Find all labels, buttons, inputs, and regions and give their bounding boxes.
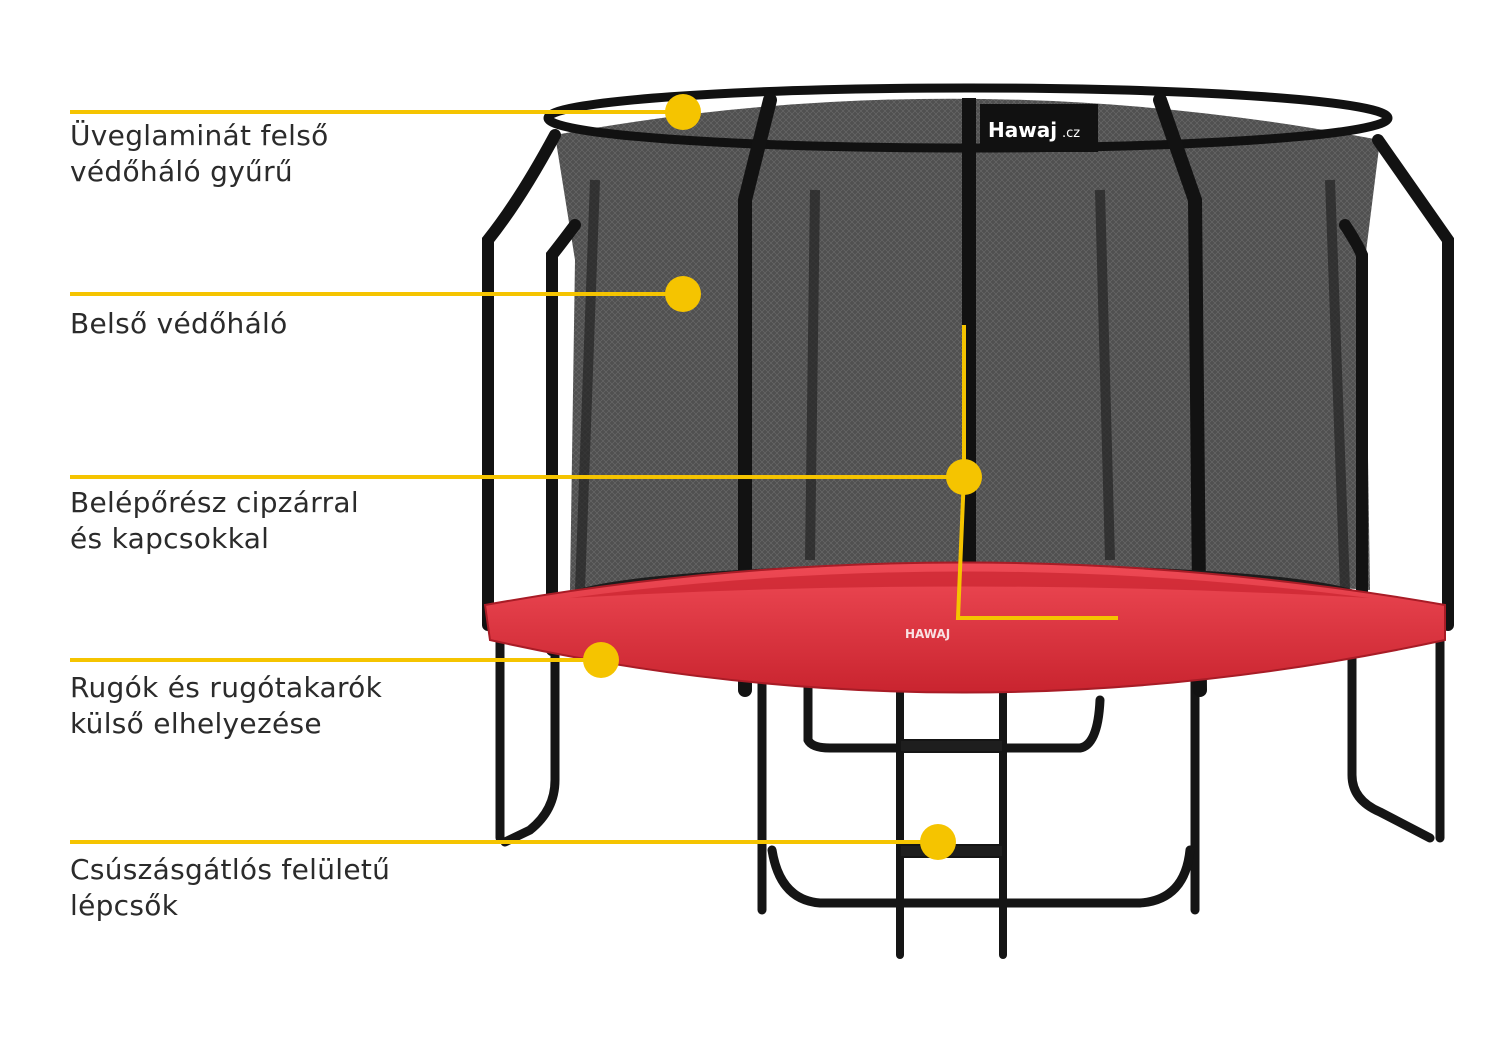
safety-pad	[483, 561, 1446, 694]
brand-logo: Hawaj .cz	[980, 104, 1098, 152]
callout-label-inner-net: Belső védőháló	[70, 306, 288, 342]
callout-line: Üveglaminát felső	[70, 119, 329, 152]
callout-label-entry-zipper: Belépőrész cipzárral és kapcsokkal	[70, 485, 359, 557]
callout-line: és kapcsokkal	[70, 522, 270, 555]
net-sleeves	[575, 179, 1350, 591]
callout-line: külső elhelyezése	[70, 707, 322, 740]
pad-brand-print: HAWAJ	[905, 627, 950, 641]
callout-line: lépcsők	[70, 889, 179, 922]
callout-line: Belső védőháló	[70, 307, 288, 340]
leg-frame	[495, 625, 1445, 915]
callout-line: Csúszásgátlós felületű	[70, 853, 391, 886]
callout-line: védőháló gyűrű	[70, 155, 293, 188]
callout-line: Rugók és rugótakarók	[70, 671, 383, 704]
callout-line: Belépőrész cipzárral	[70, 486, 359, 519]
front-poles	[738, 93, 1207, 697]
callout-label-springs-outside: Rugók és rugótakarók külső elhelyezése	[70, 670, 382, 742]
zipper-line	[955, 325, 1118, 620]
outer-arches	[482, 129, 1454, 656]
callout-markers	[70, 94, 982, 860]
callout-label-non-slip-steps: Csúszásgátlós felületű lépcsők	[70, 852, 390, 924]
svg-text:.cz: .cz	[1062, 126, 1080, 141]
ladder	[896, 676, 1007, 959]
svg-text:Hawaj: Hawaj	[988, 118, 1057, 142]
callout-label-top-ring: Üveglaminát felső védőháló gyűrű	[70, 118, 329, 190]
